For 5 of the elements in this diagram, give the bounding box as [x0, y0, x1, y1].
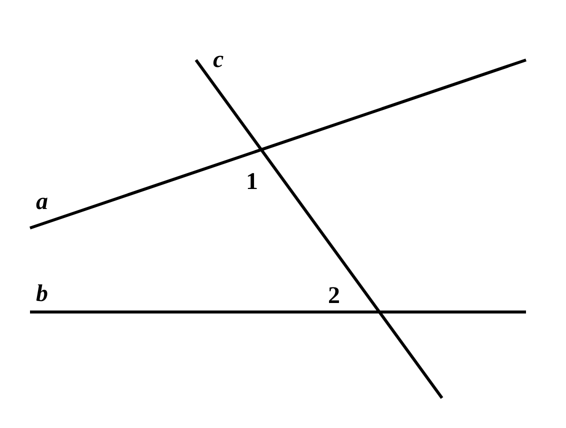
line-label: a	[36, 190, 48, 214]
angle-label: 1	[246, 170, 258, 194]
line-label: c	[213, 48, 224, 72]
angle-label: 2	[328, 284, 340, 308]
line-label: b	[36, 282, 48, 306]
